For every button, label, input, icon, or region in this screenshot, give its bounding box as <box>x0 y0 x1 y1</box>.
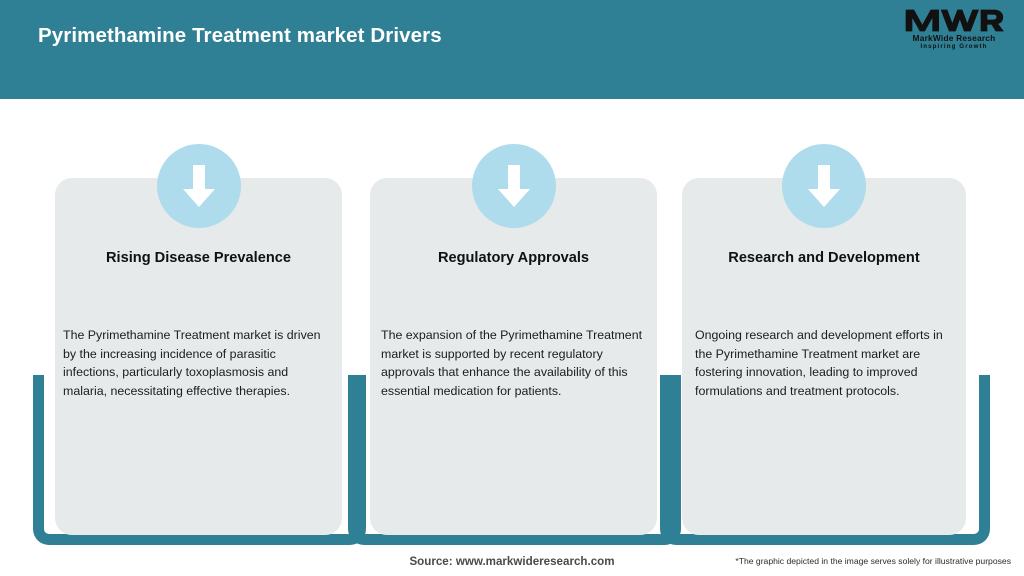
card-title: Rising Disease Prevalence <box>106 250 291 266</box>
arrow-down-icon <box>471 144 556 228</box>
mwr-logo-icon <box>905 9 1004 32</box>
brand-logo: MarkWide Research Inspiring Growth <box>902 8 1006 54</box>
card-title: Research and Development <box>728 250 920 266</box>
card-surface <box>55 178 342 535</box>
card-body-text: The expansion of the Pyrimethamine Treat… <box>381 328 643 398</box>
arrow-down-icon <box>156 144 241 228</box>
card-surface <box>370 178 657 535</box>
card-accent-frame <box>348 375 681 545</box>
driver-card-2[interactable]: Regulatory Approvals The expansion of th… <box>348 144 681 545</box>
disclaimer-label: *The graphic depicted in the image serve… <box>735 556 1011 566</box>
card-accent-frame <box>660 375 990 545</box>
driver-card-1[interactable]: Rising Disease Prevalence The Pyrimetham… <box>33 144 366 545</box>
card-surface <box>682 178 966 535</box>
card-accent-frame <box>33 375 366 545</box>
driver-card-3[interactable]: Research and Development Ongoing researc… <box>660 144 990 545</box>
logo-company-name: MarkWide Research <box>912 33 996 43</box>
arrow-down-icon <box>782 144 866 228</box>
card-title: Regulatory Approvals <box>437 250 590 266</box>
card-body-text: Ongoing research and development efforts… <box>695 328 943 398</box>
page-header: Pyrimethamine Treatment market Drivers M… <box>0 0 1024 99</box>
card-body-text: The Pyrimethamine Treatment market is dr… <box>63 328 321 398</box>
logo-tagline: Inspiring Growth <box>920 43 988 50</box>
page-title: Pyrimethamine Treatment market Drivers <box>38 24 442 47</box>
source-label: Source: www.markwideresearch.com <box>409 555 615 568</box>
